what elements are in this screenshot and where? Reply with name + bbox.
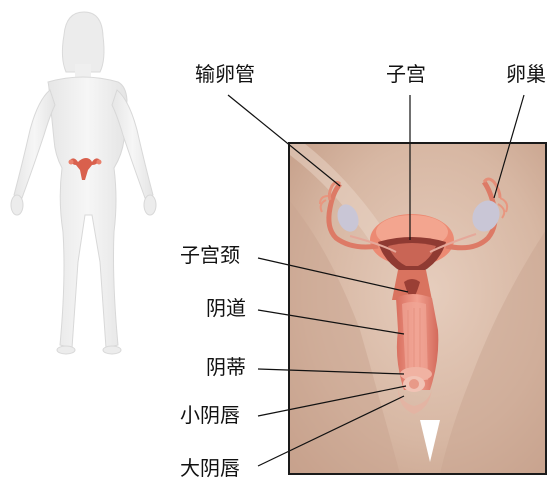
leader-fallopian-tube xyxy=(228,95,340,186)
label-cervix: 子宫颈 xyxy=(180,243,240,267)
label-fallopian-tube: 输卵管 xyxy=(195,62,255,86)
label-labia-majora: 大阴唇 xyxy=(180,456,240,480)
label-uterus: 子宫 xyxy=(386,62,426,86)
label-labia-minora: 小阴唇 xyxy=(180,403,240,427)
body-silhouette xyxy=(11,12,156,354)
label-hymen: 阴蒂 xyxy=(206,355,246,379)
label-ovary: 卵巢 xyxy=(506,62,546,86)
label-vagina: 阴道 xyxy=(206,296,246,320)
